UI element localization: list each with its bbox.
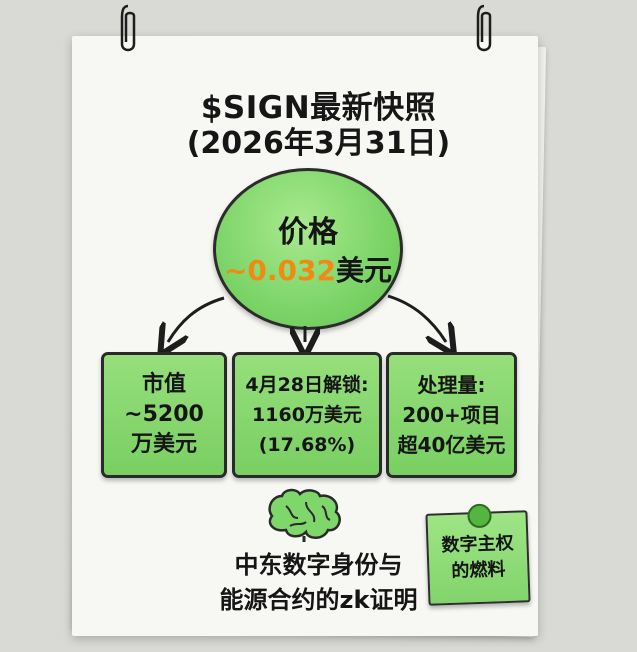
card-line: 处理量: [417,373,486,397]
unlock-card: 4月28日解锁: 1160万美元 (17.68%) [232,352,382,478]
price-unit: 美元 [336,254,393,287]
page-subtitle-date: (2026年3月31日) [186,126,451,161]
bottom-caption-line1: 中东数字身份与 [234,551,403,579]
note-line: 数字主权 [441,532,514,557]
arrow-left [168,296,225,342]
binder-clip-icon [120,4,136,58]
price-circle: 价格 ~0.032美元 [213,168,403,330]
card-line: 万美元 [130,432,197,457]
card-line: 超40亿美元 [397,433,506,457]
card-line: 1160万美元 [252,404,362,426]
card-line: ~5200 [124,402,204,427]
page-title: $SIGN最新快照 [200,90,437,126]
pushpin-icon [467,503,492,529]
price-number: ~0.032 [223,254,336,287]
market-cap-card: 市值 ~5200 万美元 [101,352,227,478]
volume-card: 处理量: 200+项目 超40亿美元 [386,352,517,478]
card-line: 4月28日解锁: [245,374,369,396]
card-line: 200+项目 [402,403,501,427]
binder-clip-icon [476,4,492,58]
brain-icon [268,488,341,542]
note-line: 的燃料 [451,559,506,582]
card-line: (17.68%) [258,434,356,456]
price-label: 价格 [278,215,338,250]
sticky-note: 数字主权 的燃料 [425,503,531,606]
card-line: 市值 [141,372,186,397]
price-value-row: ~0.032美元 [216,249,400,289]
bottom-caption-line2: 能源合约的zk证明 [219,586,418,614]
arrow-right [387,294,446,342]
